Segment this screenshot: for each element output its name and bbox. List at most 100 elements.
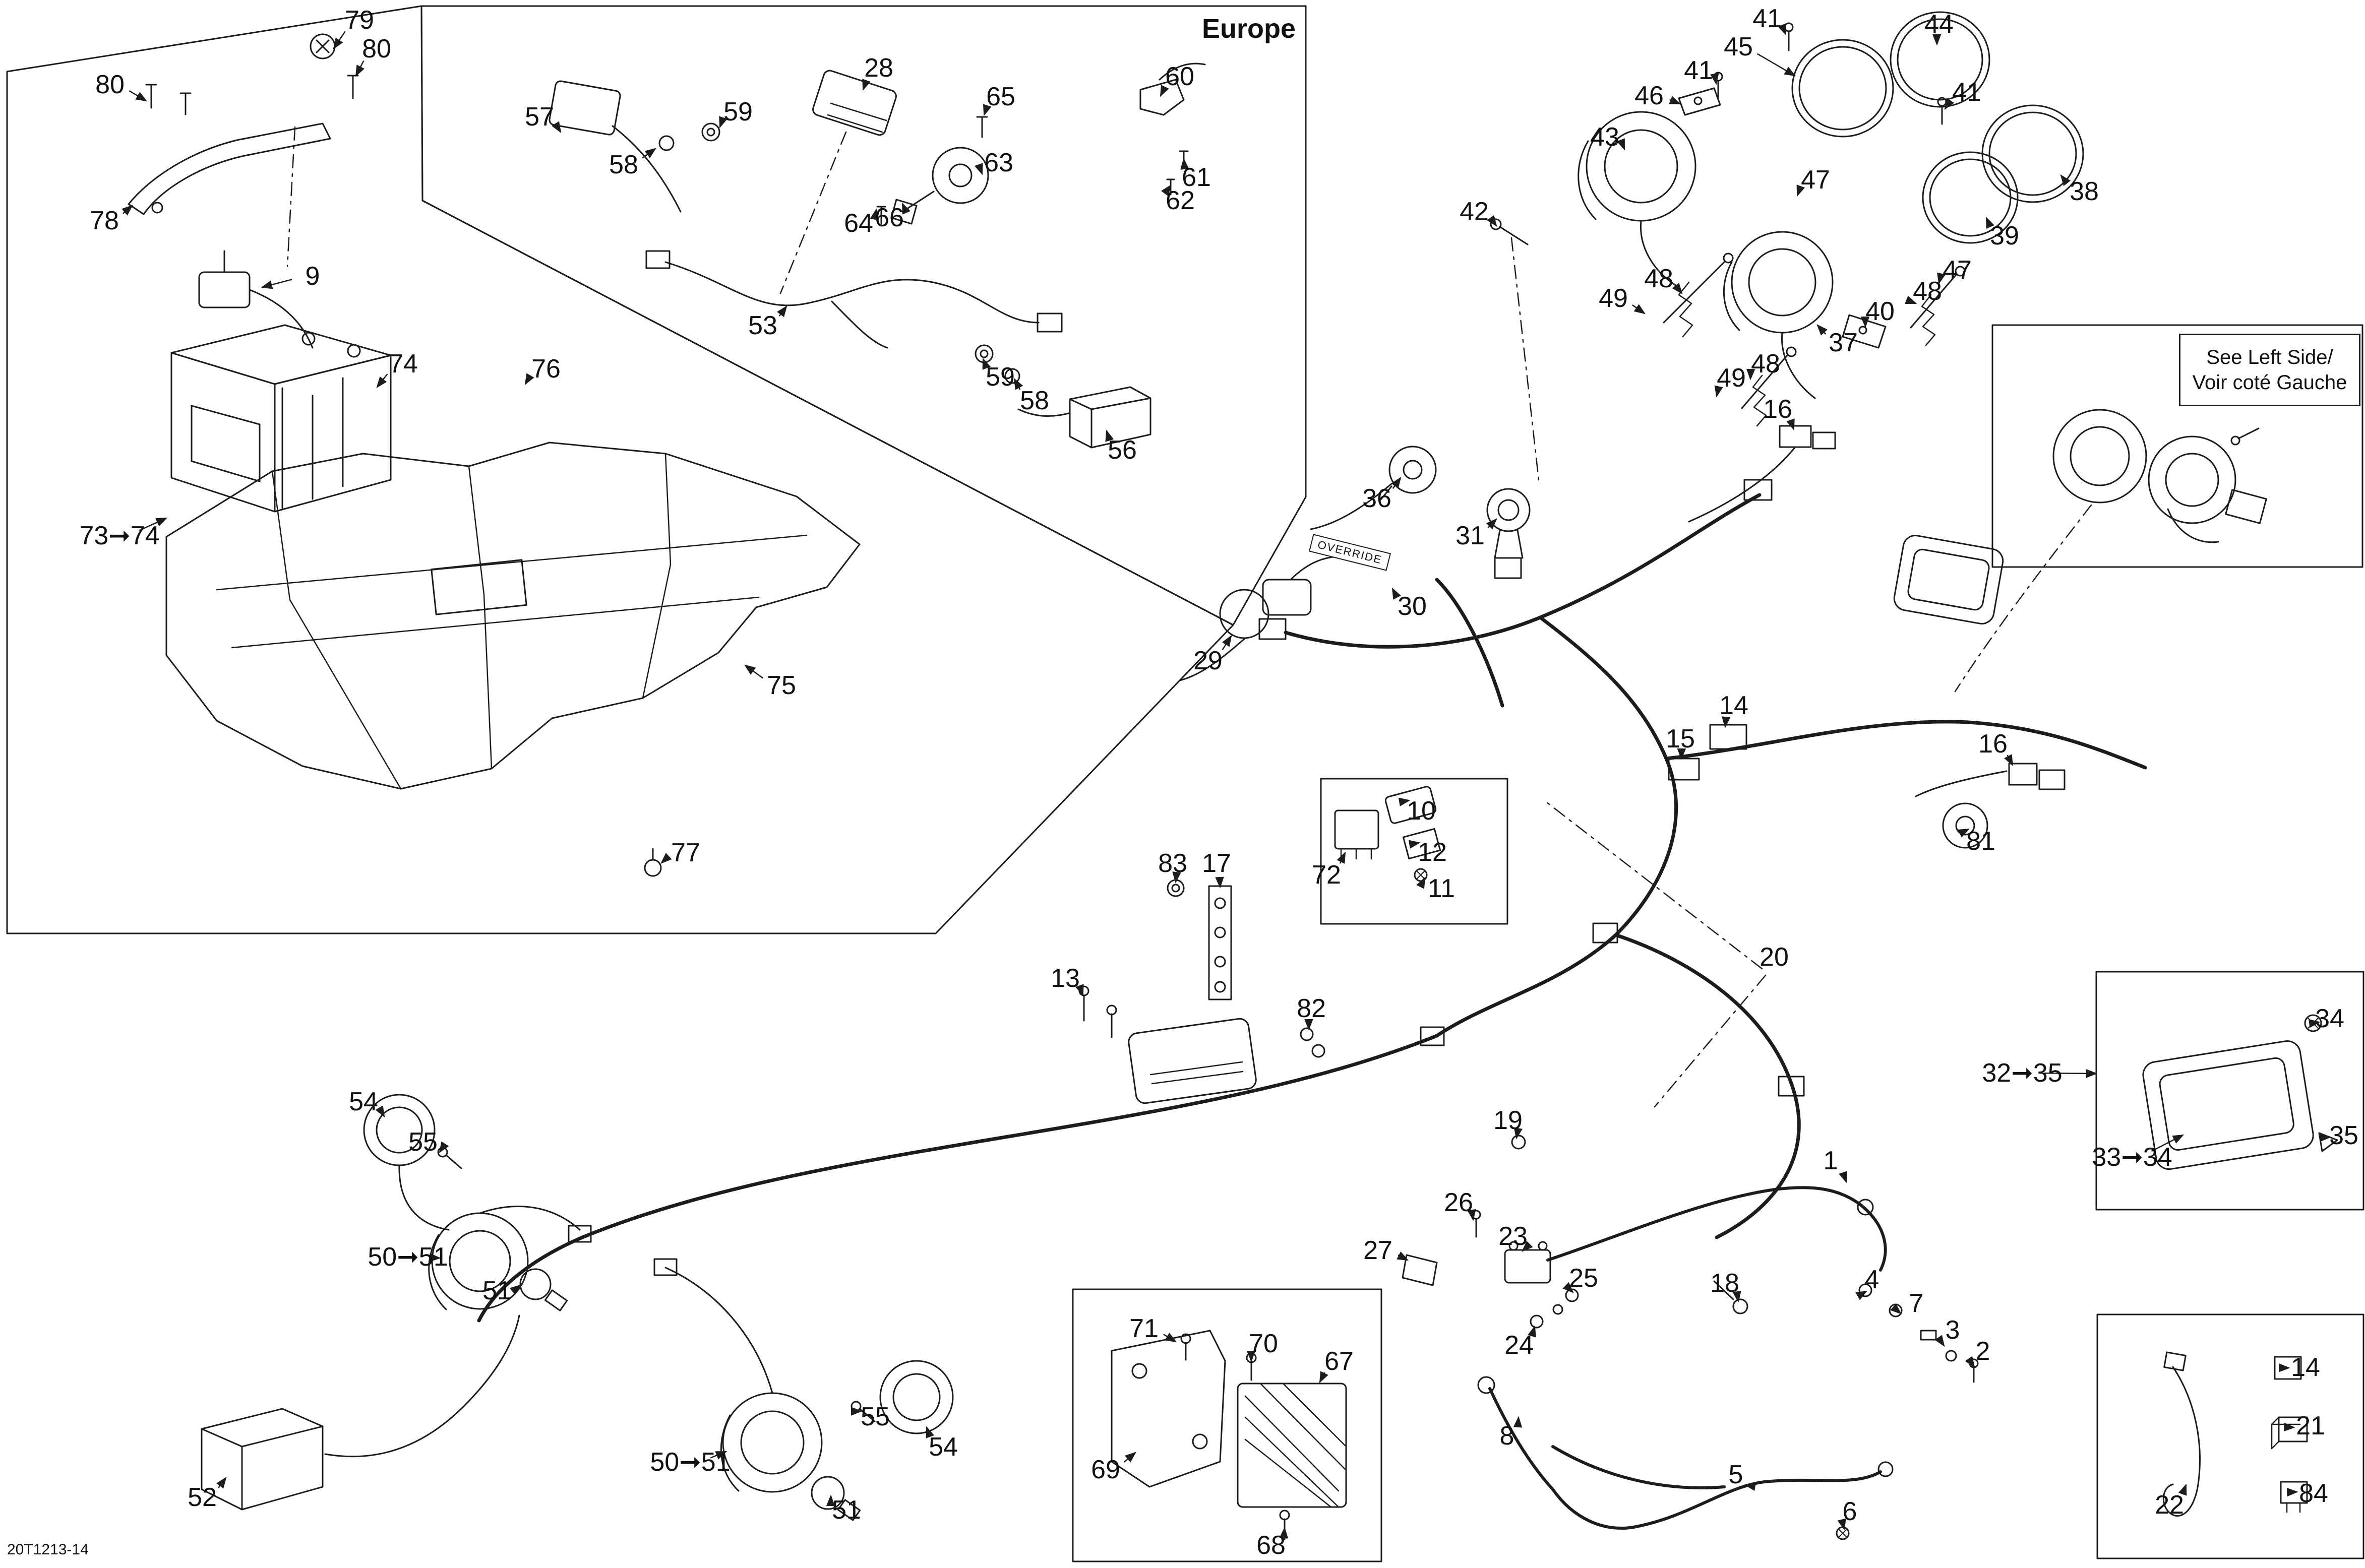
callout-43: 43 <box>1590 122 1619 152</box>
callout-12: 12 <box>1418 838 1447 867</box>
leader-line <box>1944 98 1955 110</box>
callout-20: 20 <box>1760 943 1789 972</box>
callout-13: 13 <box>1051 964 1080 993</box>
leader-line <box>1786 418 1795 431</box>
leader-line <box>1486 518 1497 530</box>
leader-line <box>1985 216 1994 229</box>
callout-55: 55 <box>408 1127 438 1157</box>
leader-line <box>1123 1452 1136 1463</box>
callout-48: 48 <box>1751 349 1780 379</box>
leader-line <box>129 90 148 102</box>
leader-line <box>2151 1134 2185 1152</box>
callout-32-35: 32➞35 <box>1982 1058 2063 1088</box>
leader-line <box>2043 1069 2098 1078</box>
callout-30: 30 <box>1398 592 1427 621</box>
leader-line <box>1714 385 1723 398</box>
callout-11: 11 <box>1428 874 1455 903</box>
callout-62: 62 <box>1166 186 1195 215</box>
leader-line <box>1528 1325 1536 1338</box>
leader-line <box>1632 304 1646 315</box>
leader-line <box>552 121 562 134</box>
callout-15: 15 <box>1666 724 1695 754</box>
callout-40: 40 <box>1865 297 1895 326</box>
callout-60: 60 <box>1165 62 1194 91</box>
hardware-box <box>2162 1351 2308 1517</box>
leader-line <box>1161 184 1172 197</box>
callout-8: 8 <box>1499 1421 1514 1451</box>
callout-72: 72 <box>1312 860 1341 890</box>
callout-77: 77 <box>671 838 700 867</box>
leader-line <box>1672 282 1683 294</box>
leader-line <box>1105 429 1114 442</box>
leader-line <box>1744 1482 1756 1491</box>
callout-84: 84 <box>2299 1479 2328 1508</box>
callout-38: 38 <box>2070 177 2099 206</box>
sensor <box>1310 446 1437 530</box>
leader-line <box>439 1141 449 1154</box>
leader-line <box>982 357 991 370</box>
leader-line <box>1837 1518 1846 1531</box>
callout-17: 17 <box>1202 849 1231 878</box>
mount-bracket <box>128 33 359 349</box>
callout-59: 59 <box>723 97 753 127</box>
callout-69: 69 <box>1091 1455 1120 1484</box>
leader-line <box>1890 1303 1902 1314</box>
callout-57: 57 <box>525 102 554 132</box>
callout-39: 39 <box>1990 221 2019 250</box>
callout-10: 10 <box>1407 796 1436 826</box>
callout-4: 4 <box>1864 1265 1879 1294</box>
harness-connectors <box>568 479 2066 1276</box>
leader-line <box>1391 587 1401 600</box>
callout-53: 53 <box>748 311 777 340</box>
callout-26: 26 <box>1444 1188 1473 1217</box>
leader-line <box>1905 295 1917 304</box>
frame <box>165 442 861 877</box>
voltage-regulator <box>1111 1330 1347 1540</box>
leader-line <box>375 1105 385 1118</box>
leader-line <box>1722 716 1731 728</box>
callout-21: 21 <box>2296 1411 2325 1440</box>
leader-line <box>376 373 388 388</box>
callout-80: 80 <box>95 70 125 99</box>
leader-line <box>509 1284 521 1295</box>
callout-74: 74 <box>389 349 418 379</box>
leader-line <box>333 31 346 50</box>
leader-line <box>1487 215 1497 227</box>
callout-76: 76 <box>531 354 561 384</box>
alignment-lines <box>286 126 2092 1108</box>
callout-64: 64 <box>844 209 873 238</box>
leader-line <box>524 373 534 386</box>
callout-65: 65 <box>986 82 1015 111</box>
callout-83: 83 <box>1158 849 1187 878</box>
callout-2: 2 <box>1975 1337 1990 1366</box>
leader-line <box>777 305 787 318</box>
handlebar-switch <box>1179 555 1352 681</box>
leader-line <box>1796 184 1805 197</box>
callout-29: 29 <box>1193 646 1223 675</box>
leader-line <box>2004 754 2014 767</box>
leader-line <box>1279 1527 1289 1539</box>
see-left-side-line1: See Left Side/ <box>2206 346 2333 368</box>
callout-34: 34 <box>2315 1004 2344 1033</box>
callout-55: 55 <box>861 1402 890 1431</box>
leader-line <box>122 205 133 216</box>
leader-line <box>216 1476 227 1489</box>
leader-line <box>1337 851 1346 864</box>
battery <box>170 324 392 513</box>
front-lamps <box>363 1094 954 1521</box>
callout-16: 16 <box>1978 729 2008 759</box>
callout-41: 41 <box>1952 78 1981 107</box>
leader-line <box>1816 324 1828 336</box>
callout-78: 78 <box>90 206 119 235</box>
callout-51: 51 <box>482 1276 512 1305</box>
callout-19: 19 <box>1493 1106 1523 1135</box>
leader-line <box>1075 984 1084 996</box>
leader-line <box>719 116 727 129</box>
leader-line <box>1160 85 1169 97</box>
leader-line <box>974 163 983 175</box>
callout-41: 41 <box>1752 4 1782 33</box>
callout-51: 51 <box>832 1495 861 1525</box>
europe-components <box>549 62 1206 449</box>
callout-73-74: 73➞74 <box>79 521 160 550</box>
